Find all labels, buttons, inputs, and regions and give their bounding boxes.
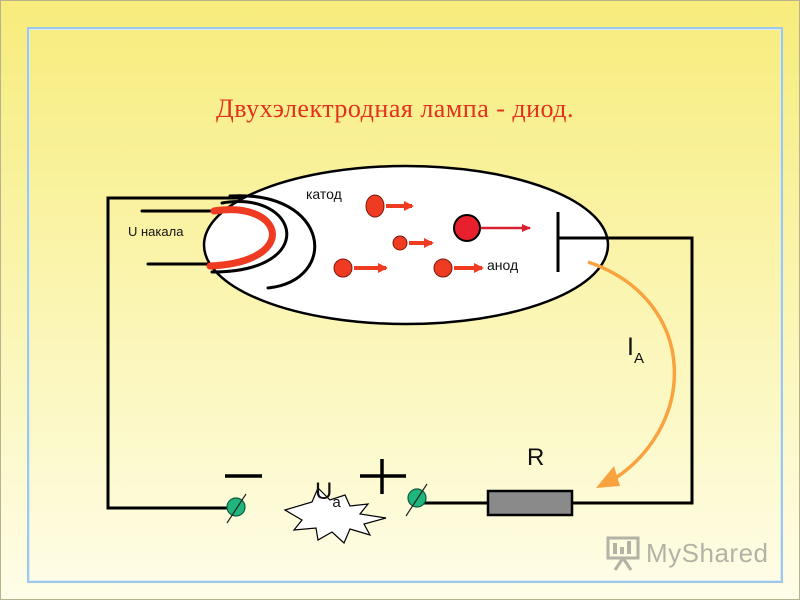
watermark: MyShared	[606, 535, 769, 571]
electron-large	[453, 214, 531, 242]
wire-left	[106, 196, 248, 510]
watermark-text: MyShared	[646, 537, 769, 568]
circuit-wires	[106, 196, 694, 510]
battery-terminal-right	[405, 483, 428, 517]
battery-terminal-left	[226, 493, 247, 524]
heater-filament	[140, 194, 317, 290]
voltage-source-burst	[283, 486, 387, 545]
plus-sign	[360, 459, 406, 494]
anode-current-label: IA	[627, 333, 644, 367]
presentation-board-icon	[606, 536, 640, 571]
electron	[392, 235, 434, 251]
electron	[333, 258, 388, 278]
resistor	[486, 489, 574, 517]
heater-voltage-label: U накала	[128, 224, 184, 239]
wire-right	[572, 236, 694, 505]
anode-current-arrow	[587, 260, 677, 488]
electron	[365, 194, 414, 218]
anode-plate	[556, 212, 608, 272]
anode-voltage-label: Ua	[315, 478, 341, 511]
cathode-label: катод	[306, 186, 342, 202]
electron-flow	[333, 194, 531, 278]
electron	[433, 258, 484, 278]
cathode	[228, 194, 317, 290]
anode-label: анод	[487, 257, 519, 273]
slide-inner-border	[27, 27, 783, 583]
slide-title: Двухэлектродная лампа - диод.	[215, 94, 575, 123]
resistor-label: R	[527, 444, 545, 471]
